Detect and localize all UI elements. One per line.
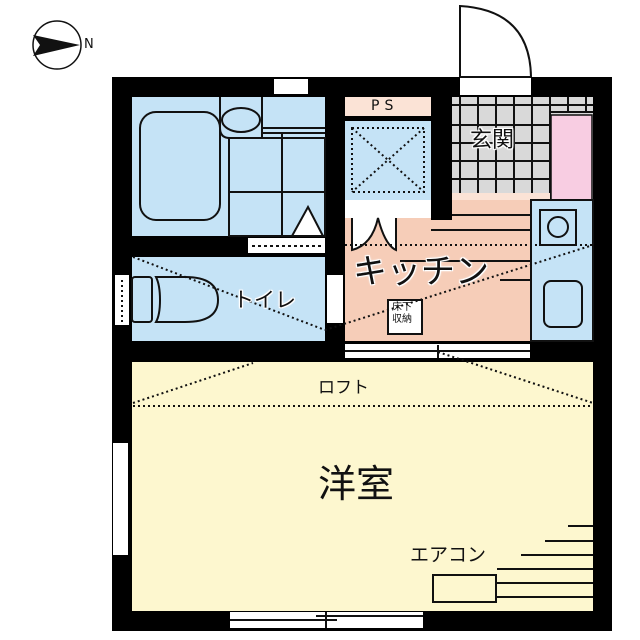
bath-door [248, 238, 325, 253]
entry-door[interactable] [460, 77, 531, 95]
stove-icon [539, 209, 577, 246]
compass-icon [32, 20, 82, 70]
toilet-label: トイレ [233, 288, 296, 312]
toilet-tank-icon [131, 276, 153, 323]
toilet-bowl-icon [154, 276, 220, 323]
shoe-box [550, 114, 593, 201]
pipe-space [345, 97, 431, 116]
door-swing-icon [459, 4, 532, 78]
compass-label: N [84, 37, 94, 52]
air-conditioner-label: エアコン [410, 544, 487, 566]
underfloor-storage [387, 299, 423, 335]
loft-label: ロフト [318, 378, 369, 398]
pipe-space-label: PS [371, 98, 399, 114]
toilet-door [327, 275, 343, 323]
underfloor-storage-label-2: 収納 [392, 314, 412, 325]
western-room-label: 洋室 [318, 462, 395, 506]
closet [345, 121, 431, 200]
kitchen-sink-icon [543, 280, 583, 328]
window [113, 443, 128, 555]
triangle-icon [290, 204, 325, 237]
window [274, 79, 308, 94]
sink-icon [221, 107, 261, 133]
underfloor-storage-label-1: 床下 [392, 302, 412, 313]
air-conditioner-icon [432, 574, 497, 603]
kitchen-label: キッチン [353, 252, 489, 292]
bathtub-icon [139, 111, 221, 221]
entrance-label: 玄関 [470, 128, 515, 153]
